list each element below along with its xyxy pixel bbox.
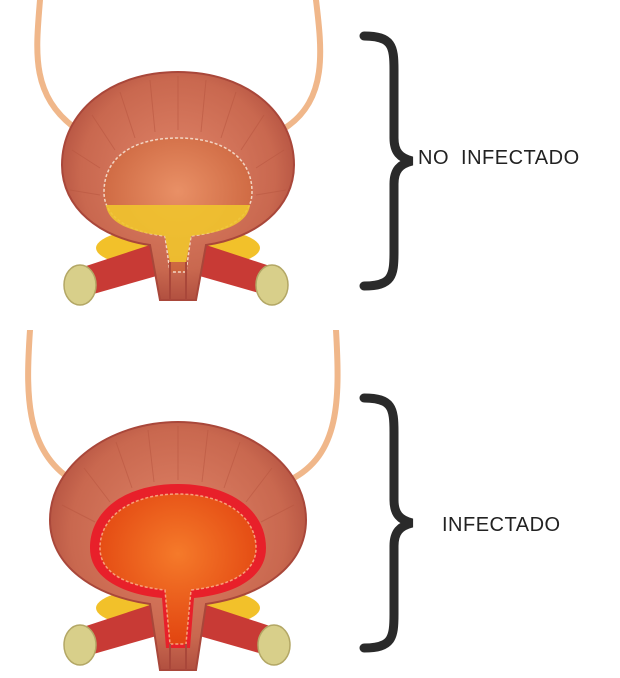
healthy-bladder-panel: NO INFECTADO — [0, 0, 620, 320]
curly-brace-icon — [356, 392, 416, 654]
right-pubic-bone — [256, 265, 288, 305]
right-ureter — [285, 0, 320, 128]
right-pubic-bone — [258, 625, 290, 665]
left-pubic-bone — [64, 625, 96, 665]
infected-bladder-illustration — [0, 330, 360, 678]
left-ureter — [28, 330, 72, 480]
left-ureter — [37, 0, 75, 128]
left-pubic-bone — [64, 265, 96, 305]
infected-label: INFECTADO — [442, 514, 561, 537]
healthy-label: NO INFECTADO — [418, 147, 580, 170]
right-ureter — [290, 330, 338, 480]
healthy-bladder-illustration — [0, 0, 360, 320]
infected-bladder-panel: INFECTADO — [0, 330, 620, 678]
curly-brace-icon — [356, 30, 416, 292]
